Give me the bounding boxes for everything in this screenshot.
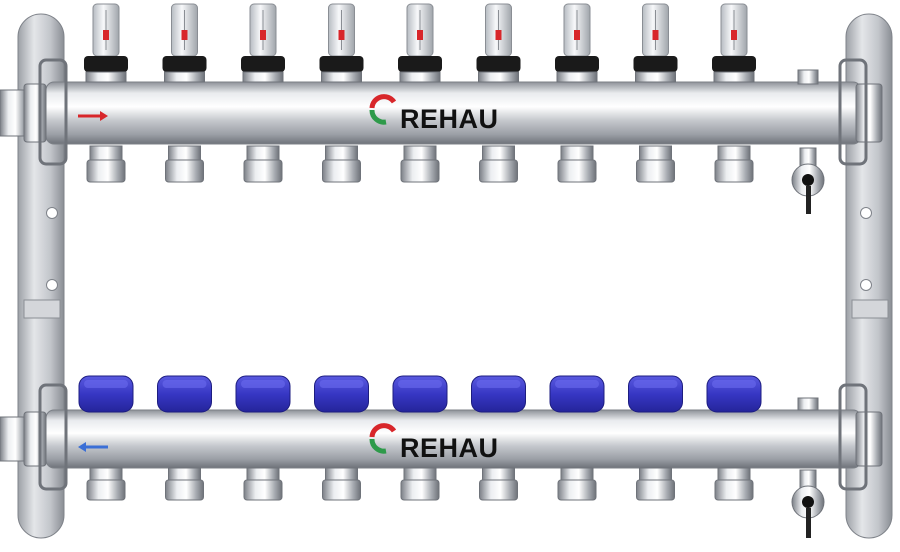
- supply-outlet-nut-8: [636, 145, 675, 183]
- bracket-clamps: [38, 58, 868, 491]
- return-outlet-nut-4: [322, 467, 361, 501]
- flowmeter-9[interactable]: [712, 3, 756, 83]
- valve-handwheel-7[interactable]: [549, 375, 605, 413]
- return-outlet-fittings: [78, 375, 762, 501]
- return-right-endcap: [855, 411, 883, 467]
- valve-handwheel-5[interactable]: [392, 375, 448, 413]
- return-outlet-nut-1: [86, 467, 126, 501]
- supply-outlet-nut-6: [479, 145, 518, 183]
- return-brand-logo: REHAU: [369, 423, 499, 463]
- flowmeter-5[interactable]: [398, 3, 442, 83]
- supply-air-vent: [791, 69, 825, 214]
- return-outlet-nut-3: [243, 467, 283, 501]
- flowmeter-3[interactable]: [241, 3, 285, 83]
- right-mounting-bracket: [845, 13, 893, 539]
- return-outlet-nut-7: [557, 467, 597, 501]
- supply-outlet-fittings: [84, 3, 756, 183]
- supply-outlet-nut-1: [86, 145, 126, 183]
- return-outlet-nut-5: [400, 467, 440, 501]
- return-outlet-nut-2: [165, 467, 204, 501]
- return-air-vent: [791, 397, 825, 538]
- supply-brand-logo: REHAU: [369, 94, 499, 134]
- valve-handwheel-8[interactable]: [628, 375, 683, 413]
- supply-manifold-bar: REHAU: [0, 81, 883, 145]
- return-outlet-nut-9: [714, 467, 754, 501]
- supply-outlet-nut-3: [243, 145, 283, 183]
- supply-outlet-nut-2: [165, 145, 204, 183]
- return-logo-text: REHAU: [400, 433, 499, 463]
- valve-handwheel-2[interactable]: [157, 375, 212, 413]
- left-mounting-bracket: [17, 13, 65, 539]
- flowmeter-6[interactable]: [476, 3, 521, 83]
- flowmeter-1[interactable]: [84, 3, 128, 83]
- return-flow-arrow-icon: [78, 442, 108, 452]
- return-outlet-nut-8: [636, 467, 675, 501]
- valve-handwheel-9[interactable]: [706, 375, 762, 413]
- supply-outlet-nut-9: [714, 145, 754, 183]
- return-outlet-nut-6: [479, 467, 518, 501]
- supply-logo-text: REHAU: [400, 104, 499, 134]
- valve-handwheel-6[interactable]: [471, 375, 526, 413]
- return-manifold-bar: REHAU: [0, 409, 883, 469]
- supply-outlet-nut-4: [322, 145, 361, 183]
- valve-handwheel-3[interactable]: [235, 375, 291, 413]
- supply-outlet-nut-7: [557, 145, 597, 183]
- flowmeter-8[interactable]: [633, 3, 678, 83]
- flowmeter-7[interactable]: [555, 3, 599, 83]
- supply-flow-arrow-icon: [78, 111, 108, 121]
- supply-right-endcap: [855, 83, 883, 143]
- supply-outlet-nut-5: [400, 145, 440, 183]
- flowmeter-2[interactable]: [162, 3, 207, 83]
- valve-handwheel-4[interactable]: [314, 375, 369, 413]
- valve-handwheel-1[interactable]: [78, 375, 134, 413]
- flowmeter-4[interactable]: [319, 3, 364, 83]
